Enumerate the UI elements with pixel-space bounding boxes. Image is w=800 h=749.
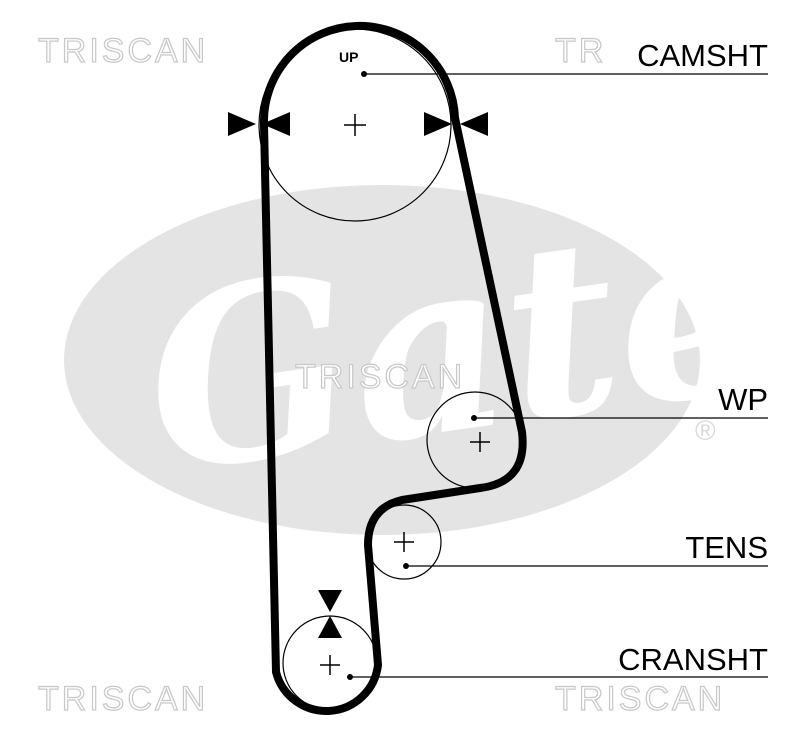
tensioner-center-cross — [394, 532, 414, 552]
water-pump-label: WP — [718, 382, 768, 417]
camshaft-center-cross — [344, 114, 366, 136]
camshaft-label: CAMSHT — [637, 38, 768, 73]
crankshaft-center-cross — [320, 655, 340, 675]
water-pump-center-cross — [470, 432, 490, 452]
triscan-watermark-center: TRISCAN — [295, 358, 465, 396]
triscan-watermark-bottom-right: TRISCAN — [555, 680, 725, 718]
tensioner-label: TENS — [685, 530, 768, 565]
crankshaft-label: CRANSHT — [618, 642, 768, 677]
gates-logo-ellipse — [64, 185, 700, 535]
gates-logo-watermark: Gates ® — [64, 143, 800, 535]
gates-logo-text: Gates — [129, 143, 800, 528]
camshaft-timing-mark-left — [228, 112, 290, 136]
camshaft-timing-mark-right — [424, 112, 488, 136]
registered-mark: ® — [695, 415, 716, 446]
timing-belt — [259, 21, 527, 715]
triscan-watermark-top-left: TRISCAN — [38, 32, 208, 70]
crankshaft-timing-mark — [318, 590, 342, 638]
triscan-watermark-bottom-left: TRISCAN — [38, 680, 208, 718]
camshaft-label-backdrop — [606, 34, 768, 70]
up-label: UP — [339, 49, 358, 65]
